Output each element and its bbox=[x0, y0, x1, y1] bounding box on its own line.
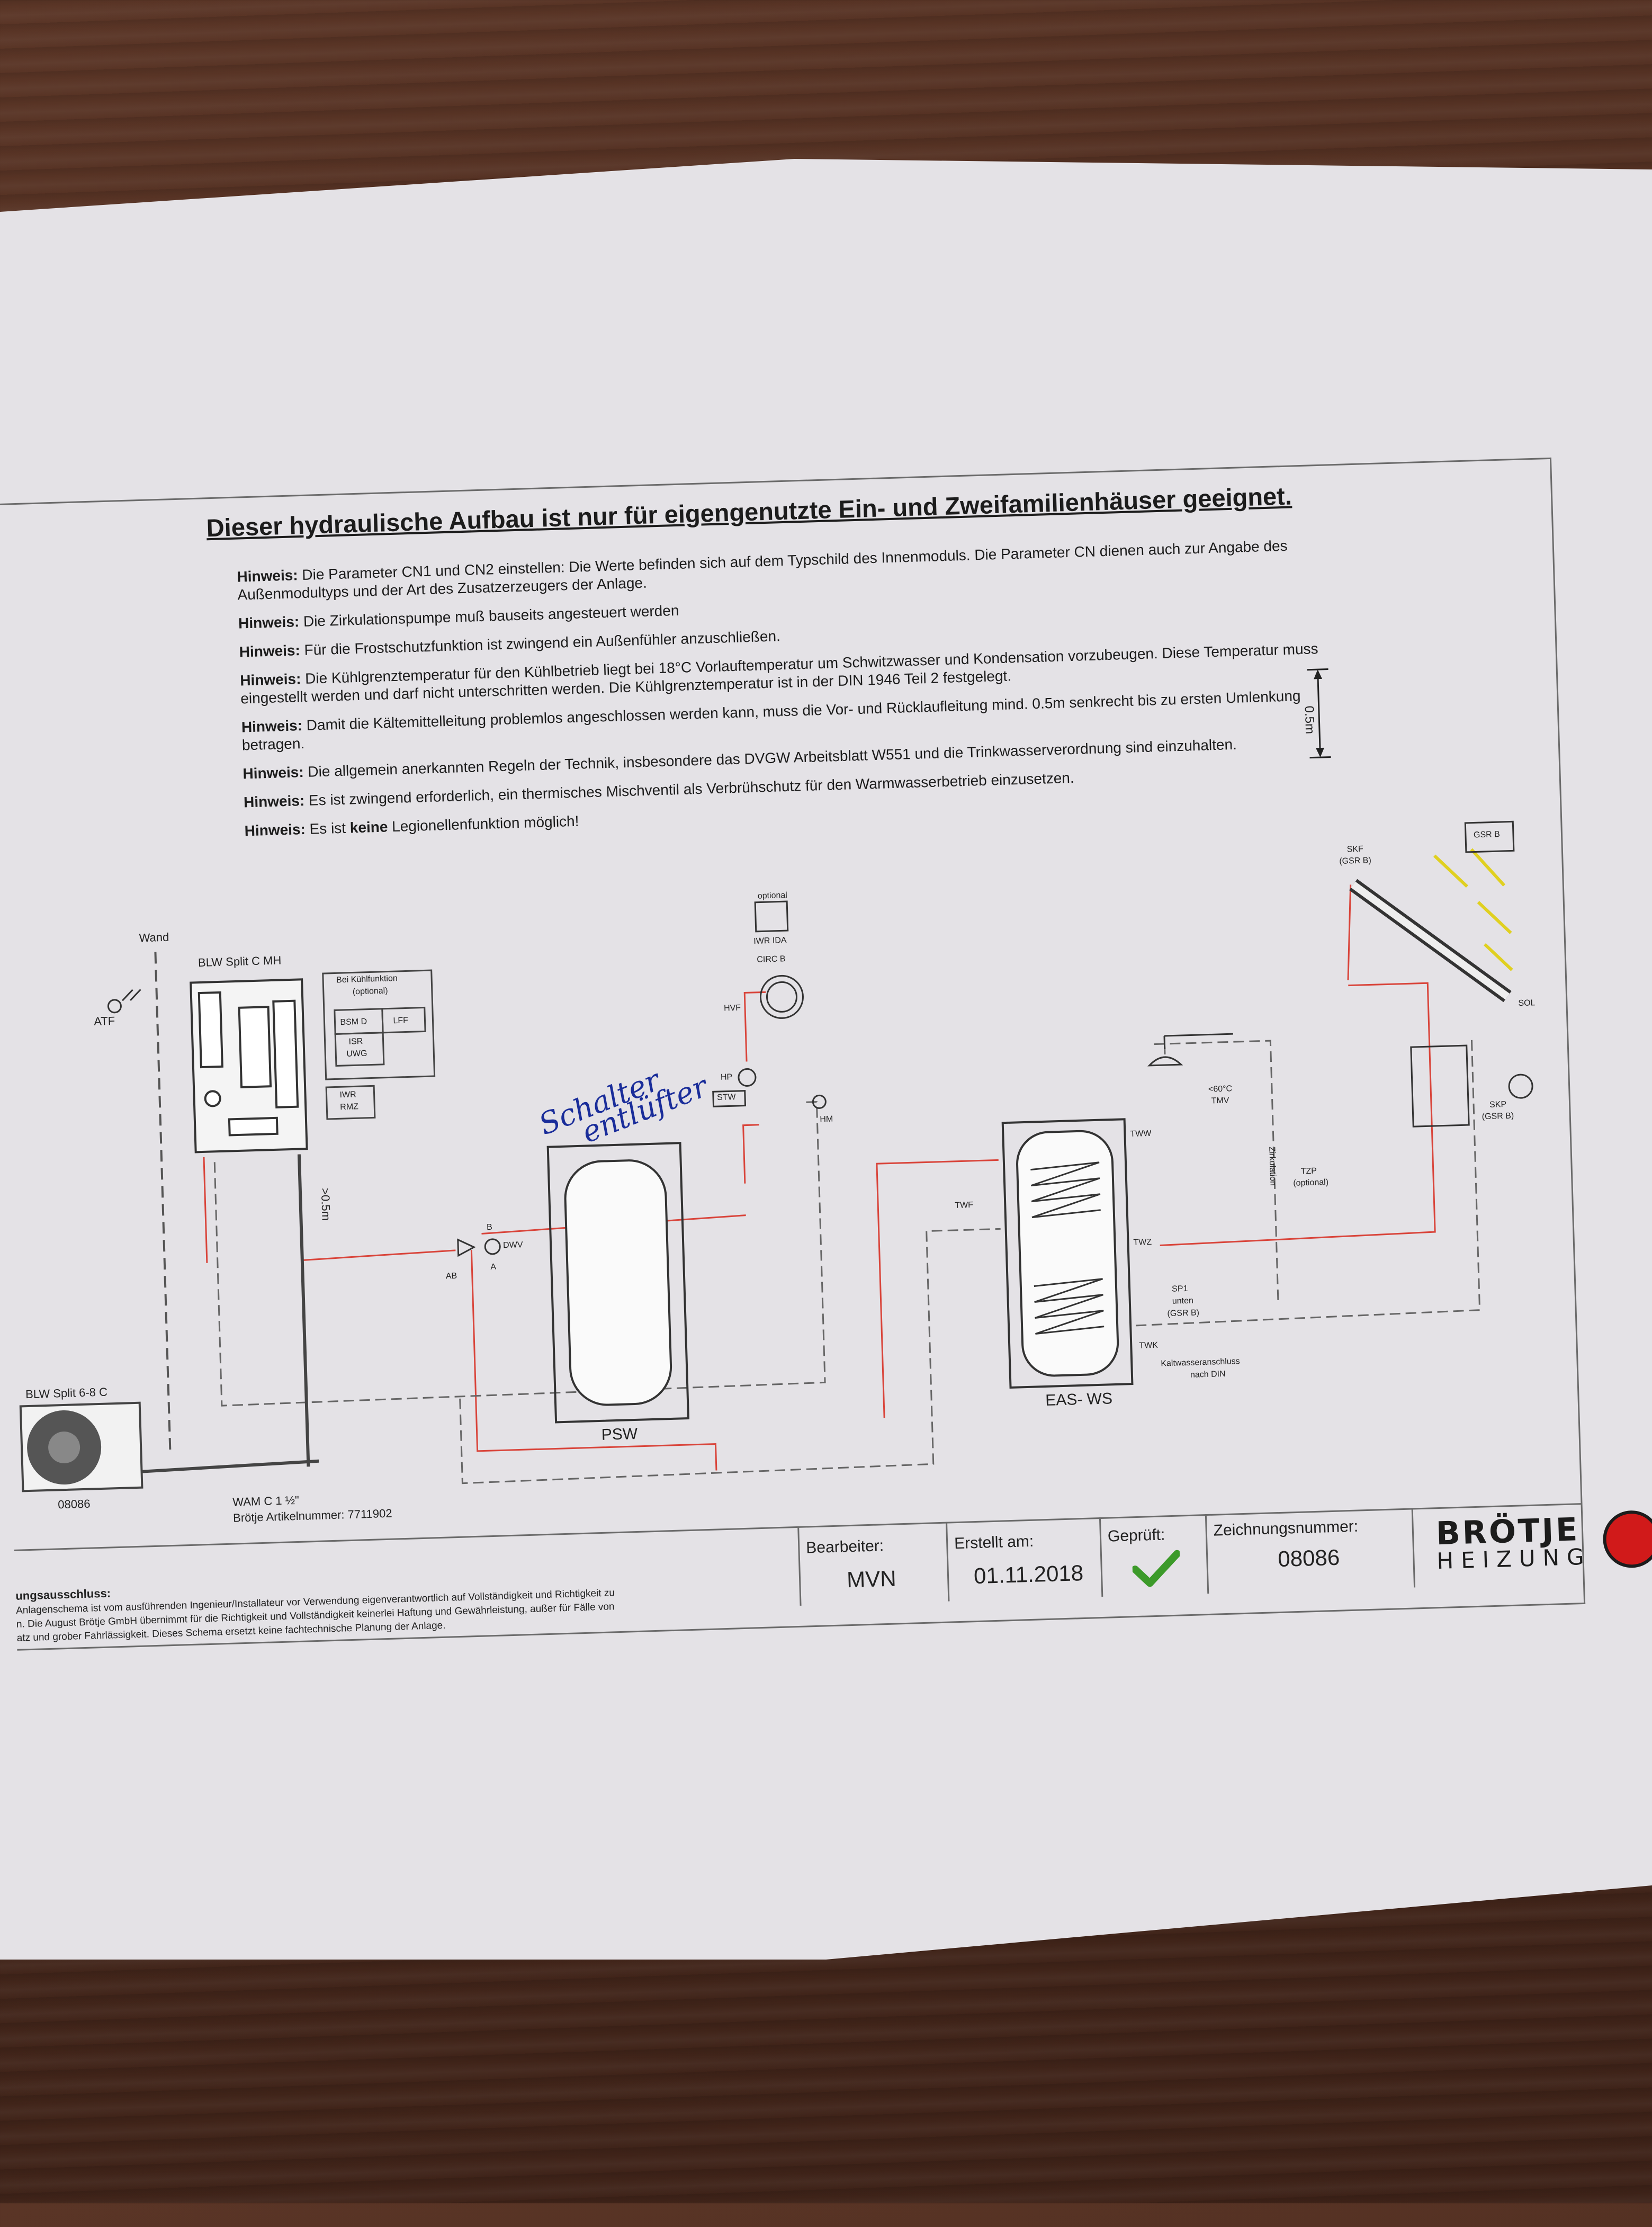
twk-label: TWK bbox=[1139, 1340, 1159, 1350]
erstellt-value: 01.11.2018 bbox=[973, 1560, 1084, 1589]
rmz-label: RMZ bbox=[340, 1102, 359, 1112]
bearbeiter-value: MVN bbox=[846, 1566, 897, 1593]
tzp-label: TZP bbox=[1300, 1166, 1317, 1176]
solar-station bbox=[1410, 1044, 1533, 1128]
eas-ws-label: EAS- WS bbox=[1045, 1390, 1113, 1409]
skp-label: SKP bbox=[1489, 1099, 1507, 1110]
skp-gsr-label: (GSR B) bbox=[1482, 1111, 1514, 1122]
twf-label: TWF bbox=[955, 1200, 974, 1210]
kaltwasser-din-label: nach DIN bbox=[1190, 1369, 1226, 1380]
bsm-label: BSM D bbox=[340, 1017, 367, 1027]
outdoor-unit-code: 08086 bbox=[57, 1497, 91, 1512]
wam-label: WAM C 1 ½" bbox=[232, 1493, 300, 1509]
bearbeiter-label: Bearbeiter: bbox=[805, 1537, 884, 1557]
sp1-label: SP1 bbox=[1171, 1284, 1188, 1294]
checkmark-icon bbox=[1132, 1550, 1181, 1587]
brand-logo: BRÖTJE HEIZUNG bbox=[1435, 1509, 1652, 1575]
zeichnung-value: 08086 bbox=[1277, 1544, 1340, 1572]
geprueft-label: Geprüft: bbox=[1107, 1526, 1165, 1545]
erstellt-label: Erstellt am: bbox=[954, 1532, 1034, 1553]
min-height-label: >0.5m bbox=[318, 1187, 333, 1221]
twz-label: TWZ bbox=[1133, 1237, 1152, 1247]
wall-label: Wand bbox=[139, 930, 169, 945]
tmv-label: TMV bbox=[1211, 1096, 1229, 1106]
indoor-unit bbox=[190, 978, 308, 1153]
skf-label: SKF bbox=[1346, 844, 1364, 854]
tmv-temp-label: <60°C bbox=[1208, 1084, 1233, 1094]
solar-collector bbox=[1349, 820, 1515, 1003]
outdoor-unit bbox=[19, 1154, 319, 1492]
tzp-optional-label: (optional) bbox=[1293, 1177, 1329, 1188]
psw-label: PSW bbox=[601, 1425, 638, 1444]
sp1-gsr-label: (GSR B) bbox=[1167, 1308, 1200, 1319]
flow-pipes bbox=[203, 884, 1436, 1471]
hm-label: HM bbox=[820, 1114, 833, 1124]
circulation-pump-group bbox=[712, 900, 827, 1109]
logo-mark-icon bbox=[1602, 1509, 1652, 1569]
uwg-label: UWG bbox=[346, 1049, 367, 1059]
gsr-b-label: GSR B bbox=[1473, 830, 1501, 840]
sp1-unten-label: unten bbox=[1172, 1296, 1194, 1306]
wall-sensor-icon bbox=[107, 989, 141, 1014]
cooling-options-box bbox=[322, 969, 436, 1120]
dimension-arrow bbox=[1307, 668, 1331, 759]
isr-label: ISR bbox=[348, 1036, 363, 1047]
outdoor-unit-label: BLW Split 6-8 C bbox=[25, 1385, 108, 1401]
disclaimer-title: ungsausschluss: bbox=[15, 1586, 111, 1603]
dwv-label: DWV bbox=[502, 1240, 523, 1250]
shower-icon bbox=[1147, 1033, 1233, 1067]
lff-label: LFF bbox=[393, 1016, 409, 1026]
stw-label: STW bbox=[716, 1093, 736, 1103]
atf-label: ATF bbox=[93, 1014, 115, 1028]
cooling-box-title: Bei Kühlfunktion bbox=[336, 973, 398, 985]
iwr-label: IWR bbox=[339, 1090, 356, 1100]
wall-line bbox=[154, 952, 172, 1450]
optional-label: optional bbox=[757, 891, 788, 901]
valve-ab-label: AB bbox=[445, 1271, 457, 1281]
cooling-box-optional: (optional) bbox=[352, 986, 388, 997]
logo-sub: HEIZUNG bbox=[1436, 1543, 1592, 1575]
storage-tank-eas-ws bbox=[1001, 1118, 1134, 1389]
zirkulation-label: Zirkulation bbox=[1267, 1146, 1278, 1186]
return-pipes bbox=[213, 1040, 1481, 1484]
diverter-valve bbox=[457, 1238, 501, 1257]
tww-label: TWW bbox=[1130, 1129, 1152, 1139]
hp-label: HP bbox=[720, 1072, 733, 1082]
hvf-label: HVF bbox=[723, 1003, 741, 1013]
circ-b-label: CIRC B bbox=[757, 954, 786, 964]
sol-label: SOL bbox=[1518, 998, 1536, 1008]
iwr-ida-label: IWR IDA bbox=[753, 936, 787, 946]
valve-b-label: B bbox=[486, 1222, 493, 1232]
storage-tank-psw bbox=[546, 1142, 690, 1424]
skf-gsr-label: (GSR B) bbox=[1339, 856, 1372, 866]
valve-a-label: A bbox=[490, 1262, 497, 1272]
indoor-unit-label: BLW Split C MH bbox=[197, 953, 282, 970]
